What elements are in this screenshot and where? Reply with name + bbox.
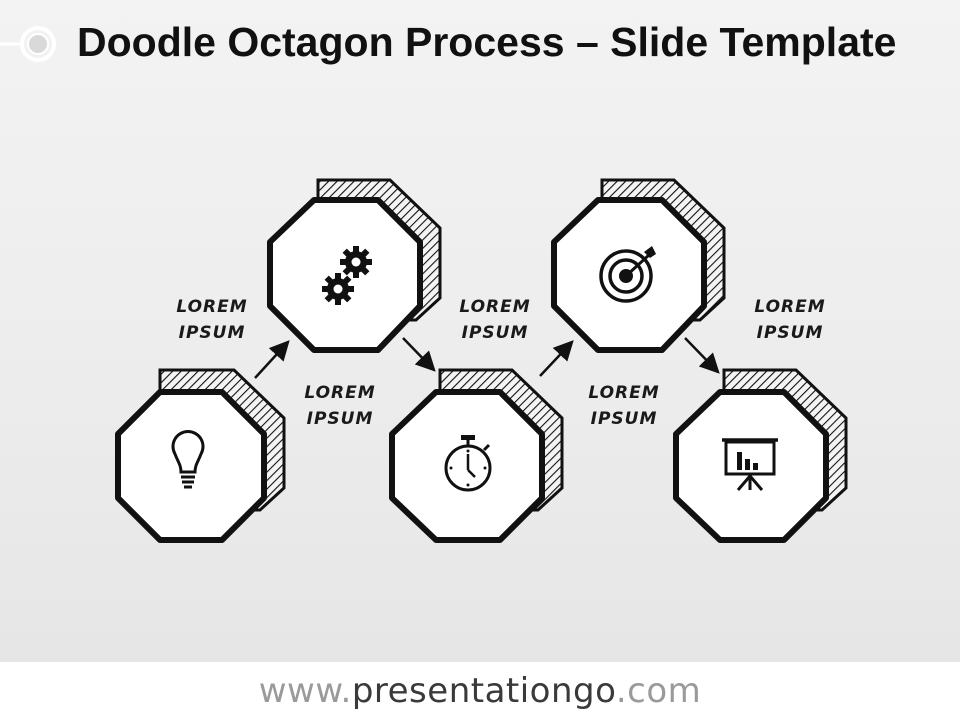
octagon-step-1: [115, 368, 286, 543]
step-label-5-line2: IPSUM: [757, 323, 824, 343]
step-label-1-line2: IPSUM: [179, 323, 246, 343]
lightbulb-icon: [171, 430, 205, 489]
step-label-2-line2: IPSUM: [307, 409, 374, 429]
octagon-step-2: [267, 178, 442, 353]
step-label-4-line1: LOREM: [588, 383, 659, 403]
title-ring-decoration: [0, 26, 56, 62]
arrow-4-to-5: [684, 337, 720, 374]
step-label-5-line1: LOREM: [754, 297, 825, 317]
step-label-3-line2: IPSUM: [462, 323, 529, 343]
step-label-4: LOREM IPSUM: [588, 383, 659, 429]
octagon-process-diagram: LOREM IPSUM LOREM IPSUM LOREM IPSUM LORE…: [115, 178, 848, 543]
footer-brand: presentationgo: [351, 671, 616, 711]
target-icon: [599, 246, 656, 303]
presentation-chart-icon: [722, 438, 778, 491]
octagon-step-3: [389, 368, 564, 543]
octagon-step-5: [673, 368, 848, 543]
step-label-3-line1: LOREM: [459, 297, 530, 317]
slide-canvas: [0, 0, 960, 662]
step-label-1: LOREM IPSUM: [176, 297, 247, 343]
step-label-2: LOREM IPSUM: [304, 383, 375, 429]
footer-prefix: www.: [258, 671, 352, 711]
footer-suffix: .com: [615, 671, 702, 711]
step-label-5: LOREM IPSUM: [754, 297, 825, 343]
arrow-2-to-3: [402, 337, 436, 372]
arrow-3-to-4: [539, 340, 574, 377]
step-label-2-line1: LOREM: [304, 383, 375, 403]
footer-url[interactable]: www.presentationgo.com: [0, 662, 960, 720]
step-label-3: LOREM IPSUM: [459, 297, 530, 343]
slide-title: Doodle Octagon Process – Slide Template: [77, 19, 897, 65]
step-label-4-line2: IPSUM: [591, 409, 658, 429]
step-label-1-line1: LOREM: [176, 297, 247, 317]
stopwatch-icon: [444, 435, 492, 492]
arrow-1-to-2: [254, 340, 290, 379]
